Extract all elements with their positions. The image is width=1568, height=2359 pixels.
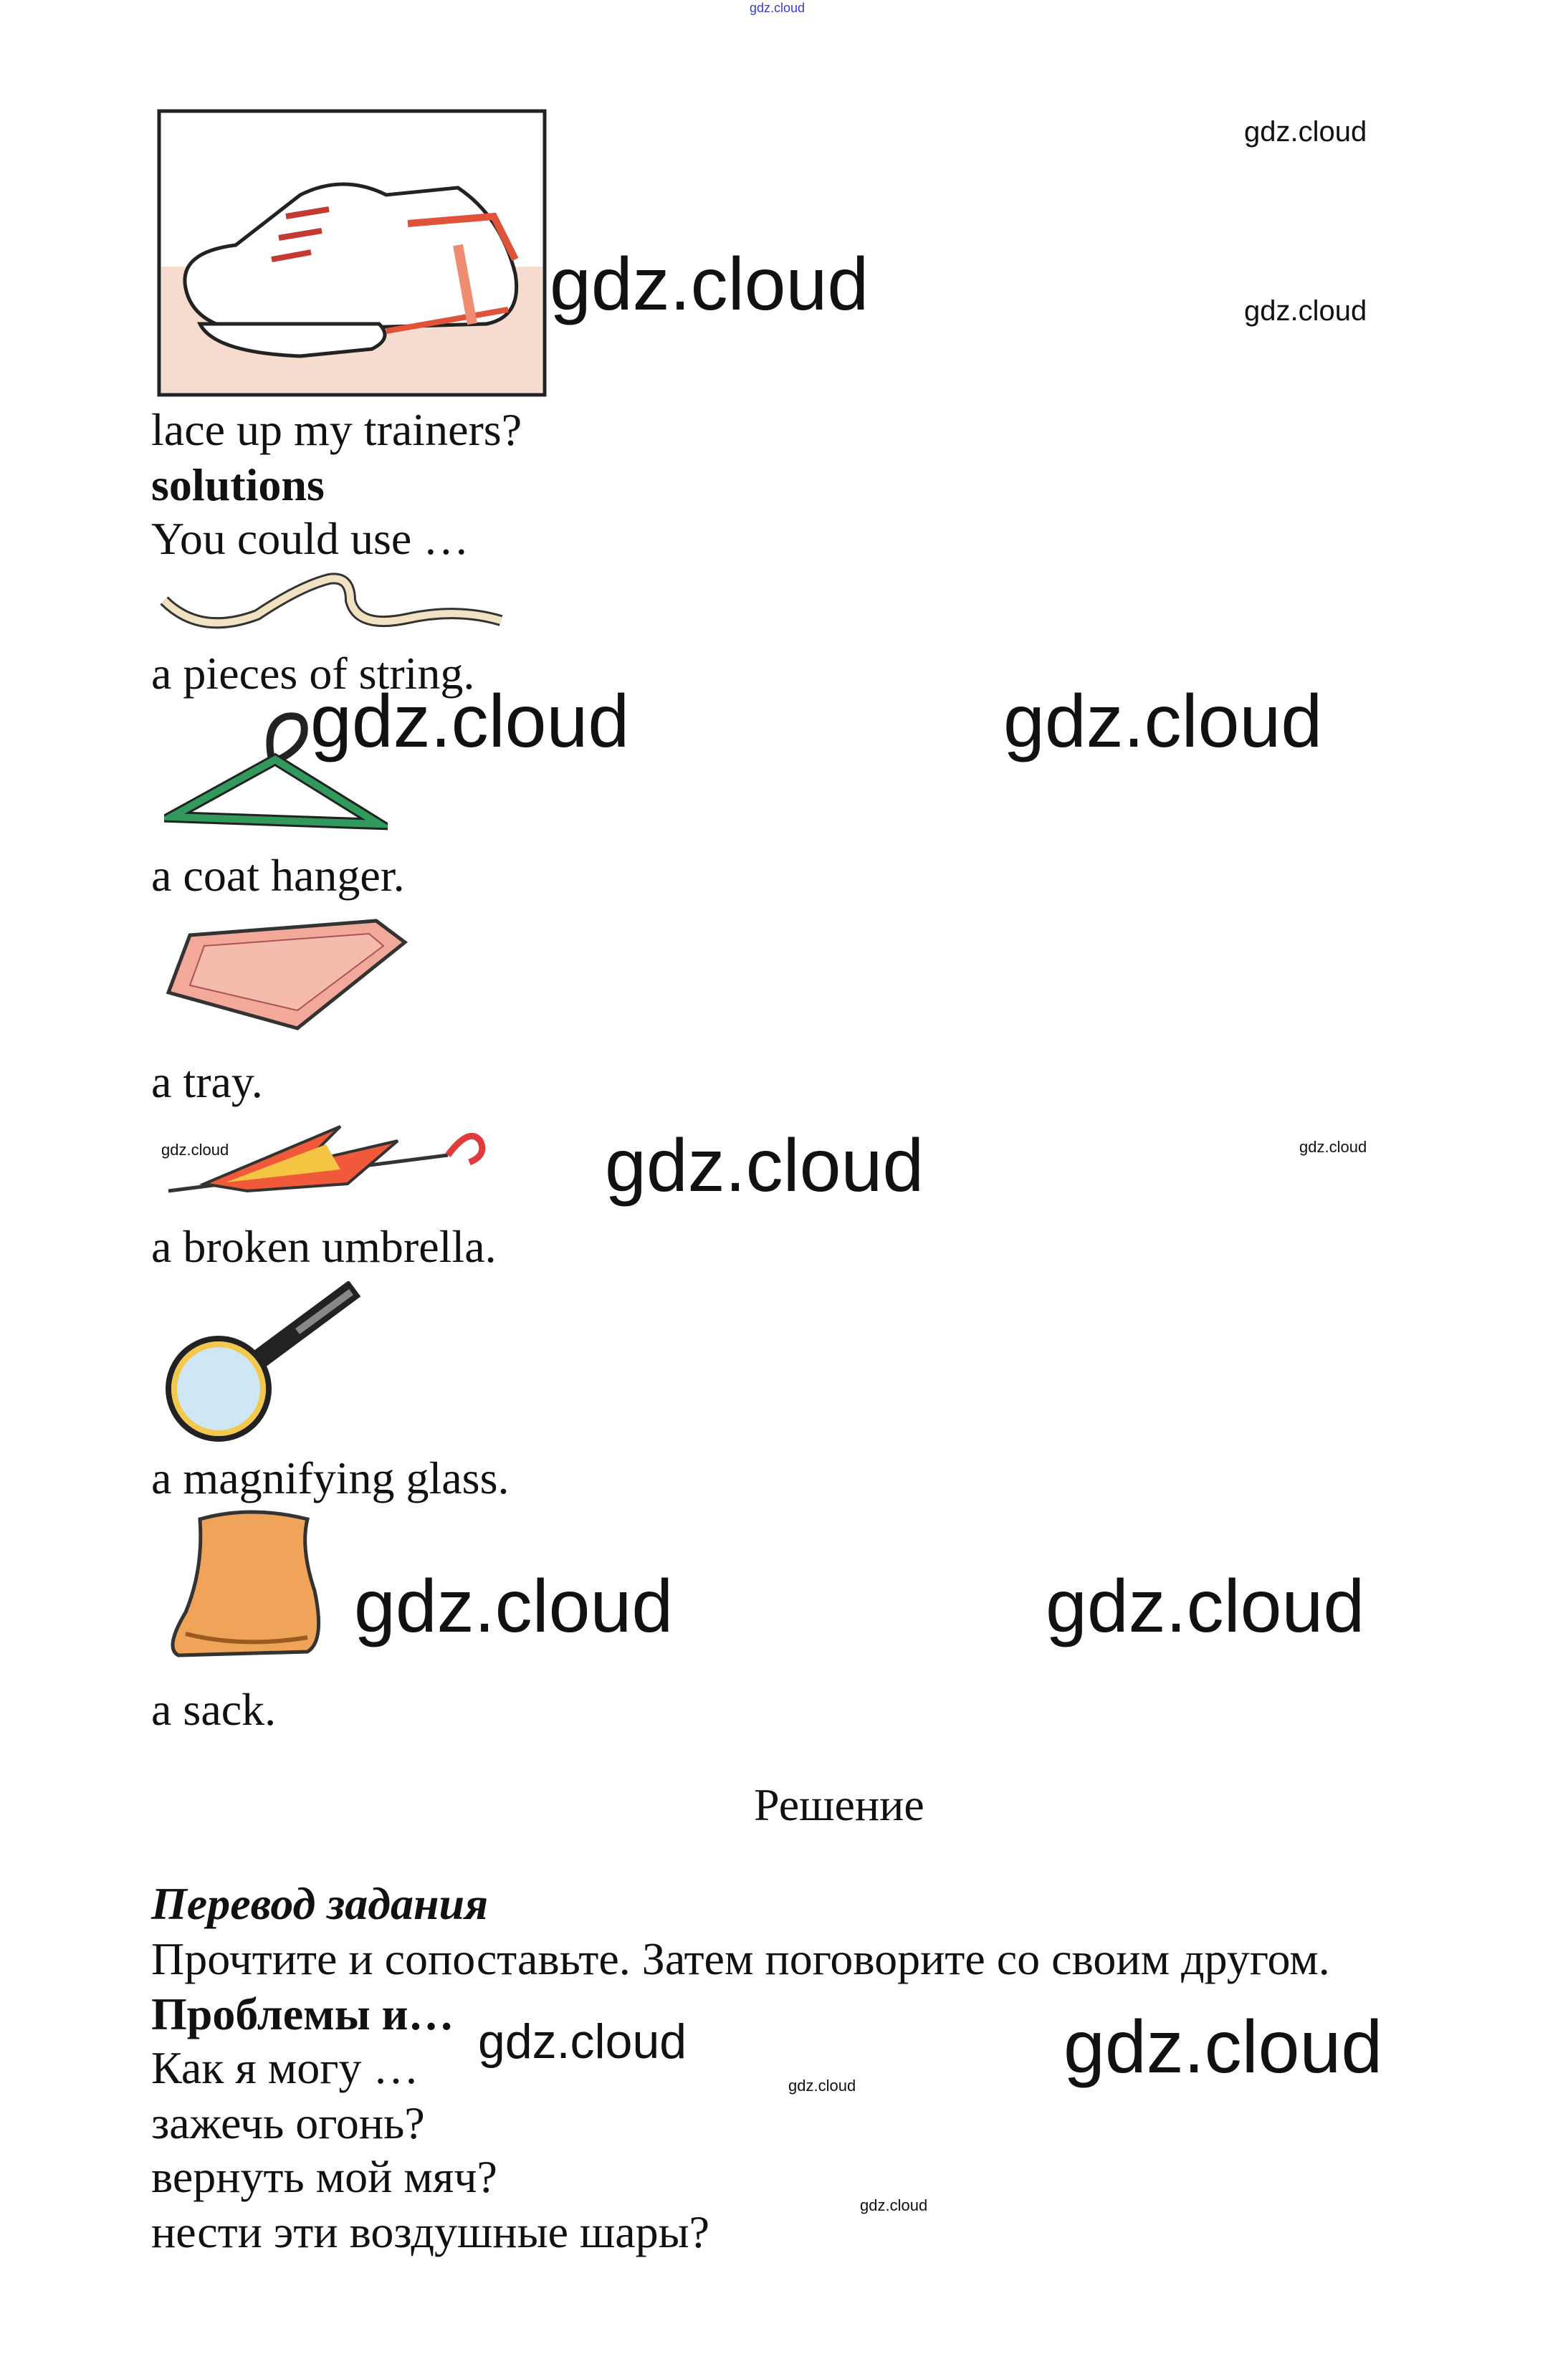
coat-hanger-icon [164, 712, 388, 831]
translation-subheading: Проблемы и… [151, 1989, 454, 2039]
watermark: gdz.cloud [354, 1565, 674, 1648]
solutions-heading: solutions [151, 459, 325, 510]
translation-instruction: Прочтите и сопоставьте. Затем поговорите… [151, 1933, 1330, 1984]
watermark: gdz.cloud [161, 1141, 229, 1159]
solution-title: Решение [754, 1779, 924, 1830]
intro-text: You could use … [151, 513, 469, 564]
watermark: gdz.cloud [310, 680, 630, 763]
broken-umbrella-icon [168, 1125, 486, 1193]
translation-heading: Перевод задания [151, 1878, 489, 1929]
item-label: a coat hanger. [151, 850, 405, 901]
question-text: lace up my trainers? [151, 404, 522, 455]
watermark: gdz.cloud [550, 243, 869, 326]
watermark: gdz.cloud [1244, 116, 1367, 148]
watermark: gdz.cloud [788, 2077, 856, 2095]
string-icon [160, 573, 503, 629]
translation-line: Как я могу … [151, 2042, 419, 2093]
item-label: a magnifying glass. [151, 1453, 510, 1503]
item-label: a sack. [151, 1684, 277, 1735]
trainers-image [157, 109, 547, 397]
watermark: gdz.cloud [1046, 1565, 1365, 1648]
item-label: a tray. [151, 1056, 263, 1107]
watermark: gdz.cloud [478, 2014, 687, 2069]
item-label: a broken umbrella. [151, 1221, 497, 1272]
top-watermark: gdz.cloud [750, 1, 805, 15]
translation-line: зажечь огонь? [151, 2097, 425, 2148]
translation-line: нести эти воздушные шары? [151, 2206, 710, 2257]
watermark: gdz.cloud [605, 1124, 924, 1207]
watermark: gdz.cloud [860, 2196, 928, 2214]
sack-icon [171, 1510, 321, 1657]
item-label: a pieces of string. [151, 648, 475, 699]
watermark: gdz.cloud [1244, 295, 1367, 327]
tray-icon [166, 919, 408, 1030]
translation-line: вернуть мой мяч? [151, 2151, 497, 2202]
watermark: gdz.cloud [1063, 2006, 1383, 2089]
watermark: gdz.cloud [1299, 1138, 1367, 1156]
watermark: gdz.cloud [1003, 680, 1323, 763]
magnifying-glass-icon [166, 1281, 361, 1442]
